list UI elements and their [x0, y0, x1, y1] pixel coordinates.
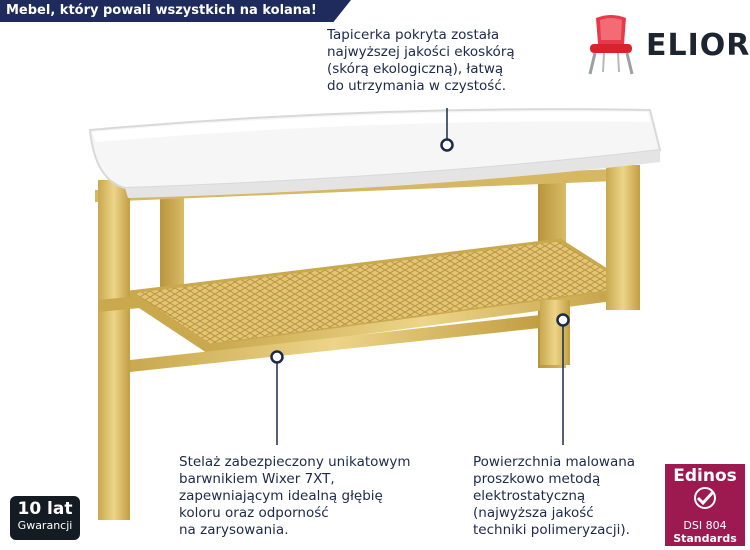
certificate-code: DSI 804: [683, 519, 727, 532]
upholstery-callout: Tapicerka pokryta została najwyższej jak…: [327, 27, 515, 94]
chair-icon: [588, 15, 634, 75]
brand-name: ELIOR: [646, 27, 750, 63]
brand-logo: ELIOR: [582, 14, 750, 76]
warranty-label: Gwarancji: [17, 519, 73, 532]
warranty-badge: 10 lat Gwarancji: [10, 496, 80, 540]
warranty-years: 10 lat: [17, 499, 73, 519]
checkmark-icon: [694, 487, 716, 509]
certificate-name: Edinos: [673, 466, 737, 486]
frame-callout: Stelaż zabezpieczony unikatowym barwniki…: [179, 454, 411, 538]
certificate-label: Standards: [673, 532, 737, 545]
certificate-badge: Edinos DSI 804 Standards: [665, 464, 745, 546]
promo-banner: Mebel, który powali wszystkich na kolana…: [0, 0, 351, 22]
surface-callout: Powierzchnia malowana proszkowo metodą e…: [473, 454, 636, 538]
